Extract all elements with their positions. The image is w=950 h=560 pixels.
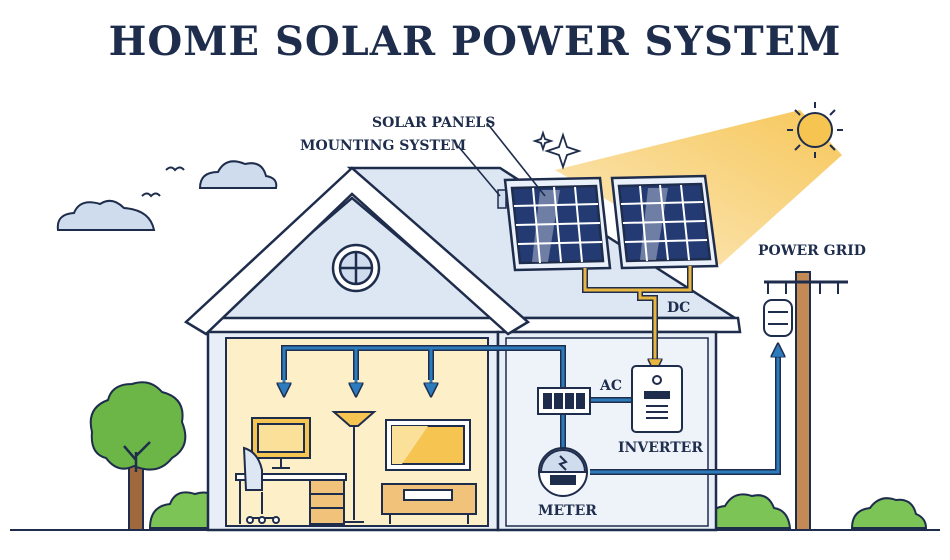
ac-wire xyxy=(284,348,778,475)
tv-console xyxy=(381,483,477,524)
grid-transformer xyxy=(763,299,793,337)
solar-panel xyxy=(503,176,612,272)
sun-icon xyxy=(787,102,843,158)
meter-icon xyxy=(538,447,588,497)
solar-panel xyxy=(610,174,719,270)
utility-pole xyxy=(764,271,848,531)
desk xyxy=(235,473,347,525)
house-roof-front xyxy=(183,166,531,336)
floor-lamp xyxy=(331,411,377,523)
label-ac: AC xyxy=(600,378,623,394)
monitor xyxy=(251,417,311,469)
label-inverter: INVERTER xyxy=(618,440,703,456)
chair xyxy=(242,446,280,524)
tree-icon xyxy=(89,381,187,531)
sparkle-icon xyxy=(532,130,582,170)
label-meter: METER xyxy=(538,503,597,519)
label-dc: DC xyxy=(667,300,691,316)
round-window xyxy=(331,243,381,293)
breaker-panel xyxy=(537,387,591,415)
mounting-bracket xyxy=(497,189,507,209)
house-eave-right xyxy=(503,316,742,334)
label-solar-panels: SOLAR PANELS xyxy=(372,115,496,131)
inverter-icon xyxy=(631,365,683,433)
label-power-grid: POWER GRID xyxy=(758,243,866,259)
tv xyxy=(385,419,471,471)
bird-icon xyxy=(141,166,185,198)
diagram-title: HOME SOLAR POWER SYSTEM xyxy=(108,18,842,65)
cloud-icon xyxy=(56,160,278,231)
label-mounting-system: MOUNTING SYSTEM xyxy=(300,138,467,154)
